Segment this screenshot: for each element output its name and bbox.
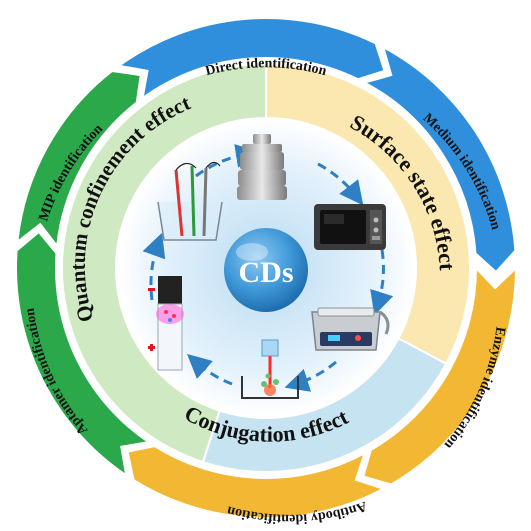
- effect-ring: [61, 62, 471, 473]
- identification-segment-mip: [16, 69, 142, 249]
- identification-segment-medium: [361, 45, 517, 274]
- cycle-arrow: [317, 162, 364, 206]
- electrophoresis-tube-icon: [148, 276, 184, 371]
- identification-segment-aptamer: [15, 230, 152, 478]
- sphere-highlight: [236, 243, 268, 261]
- laser-ablation-icon: [241, 339, 299, 399]
- identification-segment-enzyme: [361, 265, 518, 486]
- electrochemical-cell-icon: [157, 161, 223, 241]
- effect-band-surface: [265, 62, 471, 366]
- effect-band-conjugation: [201, 337, 448, 473]
- cds-sphere: [224, 228, 308, 312]
- cycle-arrow: [370, 249, 394, 316]
- center-label: CDs: [238, 256, 293, 289]
- cycle-arrow: [187, 354, 233, 386]
- cycle-arrow: [142, 232, 166, 301]
- ultrasonic-bath-icon: [311, 307, 390, 351]
- identification-segment-antibody: [126, 445, 386, 519]
- cycle-arrow: [284, 360, 337, 392]
- microwave-oven-icon: [314, 204, 386, 250]
- weight-press-icon: [237, 134, 287, 200]
- identification-segment-direct: [116, 17, 386, 101]
- identification-ring: [15, 17, 518, 519]
- effect-band-quantum: [61, 62, 267, 464]
